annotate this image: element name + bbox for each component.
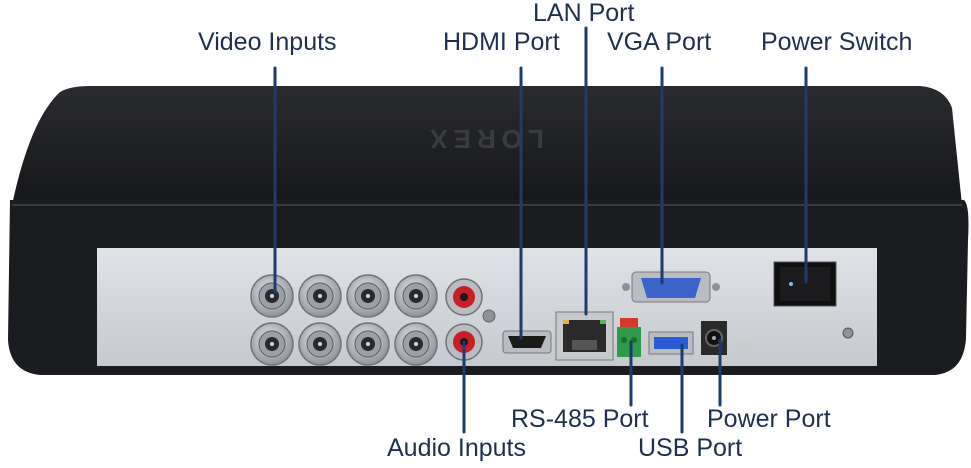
label-hdmi-port: HDMI Port — [443, 28, 560, 56]
label-lan-port: LAN Port — [533, 0, 635, 27]
usb-connector — [648, 331, 694, 355]
label-vga-port: VGA Port — [607, 28, 712, 56]
video-input-connectors — [250, 274, 438, 366]
bnc-video-input — [250, 274, 294, 318]
bnc-video-input — [346, 322, 390, 366]
panel-screw — [482, 309, 496, 323]
dvr-top-surface — [12, 86, 962, 205]
bnc-video-input — [346, 274, 390, 318]
lan-connector — [555, 311, 614, 361]
back-panel — [97, 248, 877, 366]
vga-connector — [622, 271, 720, 303]
label-power-switch: Power Switch — [761, 28, 913, 56]
label-rs485-port: RS-485 Port — [511, 405, 649, 433]
hdmi-connector — [502, 330, 552, 354]
bnc-video-input — [394, 322, 438, 366]
bnc-video-input — [394, 274, 438, 318]
power-connector — [701, 321, 751, 355]
rca-audio-input — [445, 278, 483, 316]
label-video-inputs: Video Inputs — [198, 28, 337, 56]
bnc-video-input — [250, 322, 294, 366]
bnc-video-input — [298, 274, 342, 318]
label-usb-port: USB Port — [638, 434, 743, 462]
bnc-video-input — [298, 322, 342, 366]
panel-screw-right — [842, 327, 854, 339]
leader-lines — [273, 26, 808, 434]
label-power-port: Power Port — [707, 405, 831, 433]
brand-logo: LOREX — [424, 124, 544, 154]
rs485-terminal — [617, 318, 641, 357]
label-audio-inputs: Audio Inputs — [387, 434, 526, 462]
